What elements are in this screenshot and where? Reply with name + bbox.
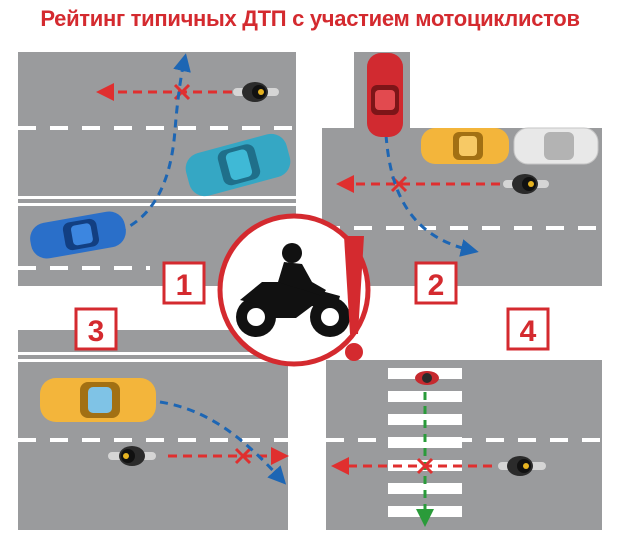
page-title: Рейтинг типичных ДТП с участием мотоцикл… <box>40 6 580 31</box>
car-path <box>117 53 191 234</box>
motorcycle <box>498 456 546 476</box>
sidewalk <box>410 52 602 128</box>
motorcycle-warning-icon <box>217 213 371 367</box>
pedestrian <box>415 371 439 385</box>
panel-4: 4 <box>326 307 602 530</box>
panel-number-box <box>414 261 458 305</box>
panel-2: 2 <box>322 52 602 305</box>
car-red <box>367 53 403 137</box>
car-path <box>159 400 287 485</box>
panel-number: 4 <box>520 315 537 348</box>
road-surface <box>326 336 602 530</box>
sidewalk <box>322 52 354 128</box>
motorcycle <box>233 82 279 102</box>
exclamation-icon <box>344 236 364 361</box>
lane-marking <box>18 203 296 206</box>
road-surface <box>18 330 288 530</box>
panel-1: 1 <box>18 52 296 305</box>
panel-number: 3 <box>88 315 105 348</box>
car-yellow <box>421 128 509 164</box>
motorcycle <box>108 446 156 466</box>
cross-mark-icon <box>416 457 434 475</box>
panel-number: 2 <box>428 269 445 302</box>
panel-number-box <box>162 261 206 305</box>
lane-marking <box>18 196 296 199</box>
car-blue <box>30 211 126 259</box>
car-path <box>384 134 479 257</box>
car-teal <box>185 133 291 197</box>
lane-marking <box>18 352 288 355</box>
sidewalk <box>326 336 602 360</box>
panel-number-box <box>74 307 118 351</box>
car-yellow <box>40 378 156 422</box>
motorcycle <box>503 174 549 194</box>
lane-marking <box>18 359 288 362</box>
car-white <box>513 127 599 165</box>
panel-number: 1 <box>176 269 193 302</box>
cross-mark-icon <box>234 447 252 465</box>
panel-number-box <box>506 307 550 351</box>
panel-3: 3 <box>18 307 289 530</box>
